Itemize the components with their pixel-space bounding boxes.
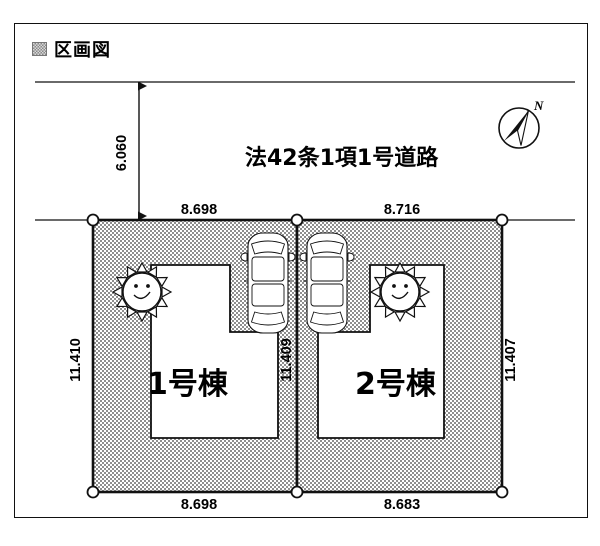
dimension-middle: 11.409 bbox=[279, 338, 295, 382]
dimension-bottom-left: 8.698 bbox=[181, 497, 217, 513]
dimension-labels: 8.698 8.716 8.698 8.683 11.410 11.409 11… bbox=[68, 202, 519, 513]
road-area: 法42条1項1号道路 bbox=[35, 81, 575, 221]
lot-1[interactable]: 1号棟 bbox=[91, 218, 299, 494]
figure-title: 区画図 bbox=[32, 36, 111, 62]
corner-marker-top-right bbox=[495, 213, 509, 227]
figure-title-label: 区画図 bbox=[54, 40, 111, 61]
corner-marker-top-middle bbox=[290, 213, 304, 227]
setback-dimension-label: 6.060 bbox=[114, 135, 130, 171]
road-label: 法42条1項1号道路 bbox=[245, 145, 439, 171]
corner-marker-bottom-left bbox=[86, 485, 100, 499]
boundary-markers bbox=[86, 213, 509, 499]
lot-1-car-icon bbox=[240, 232, 296, 334]
lot-1-label: 1号棟 bbox=[147, 367, 229, 402]
compass-north-icon: N bbox=[498, 98, 544, 149]
lot-2[interactable]: 2号棟 bbox=[295, 218, 504, 494]
corner-marker-top-left bbox=[86, 213, 100, 227]
lot-2-label: 2号棟 bbox=[355, 367, 437, 402]
dimension-right-side: 11.407 bbox=[503, 338, 519, 382]
setback-dimension: 6.060 bbox=[114, 81, 147, 221]
dimension-bottom-right: 8.683 bbox=[384, 497, 420, 513]
dimension-top-right: 8.716 bbox=[384, 202, 420, 218]
corner-marker-bottom-right bbox=[495, 485, 509, 499]
dimension-top-left: 8.698 bbox=[181, 202, 217, 218]
dimension-left-side: 11.410 bbox=[68, 338, 84, 382]
lot-2-car-icon bbox=[299, 232, 355, 334]
gray-square-icon bbox=[32, 42, 47, 56]
compass-north-label: N bbox=[533, 98, 544, 113]
corner-marker-bottom-middle bbox=[290, 485, 304, 499]
